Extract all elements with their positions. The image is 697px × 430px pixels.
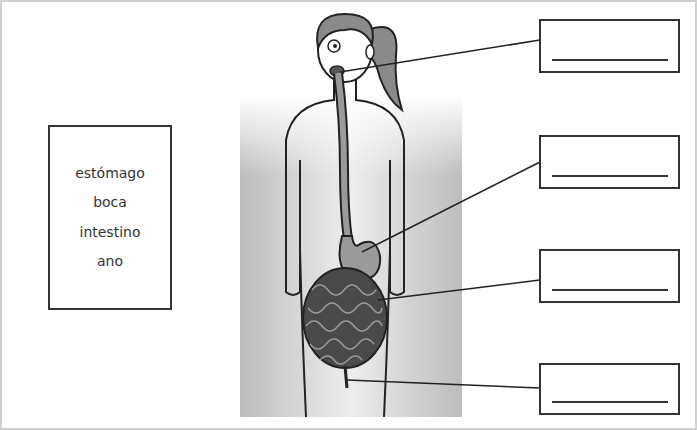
esophagus-outline xyxy=(338,73,348,240)
figure-background xyxy=(240,95,462,417)
word-bank-box: estómago boca intestino ano xyxy=(48,125,172,310)
eye xyxy=(328,40,340,52)
esophagus xyxy=(338,73,348,240)
word-bank-item: intestino xyxy=(80,225,141,240)
answer-lines xyxy=(552,60,668,402)
answer-boxes xyxy=(540,20,679,414)
pupil xyxy=(333,44,337,48)
figure-background-fade xyxy=(240,95,462,417)
intestines xyxy=(303,268,387,368)
ear xyxy=(366,45,374,59)
word-bank-item: estómago xyxy=(75,166,145,181)
leader-lines xyxy=(340,40,540,388)
rectum xyxy=(345,366,347,388)
word-bank-item: ano xyxy=(97,254,123,269)
word-bank-item: boca xyxy=(93,195,127,210)
intestine-coils xyxy=(306,285,382,364)
hair xyxy=(317,14,373,48)
